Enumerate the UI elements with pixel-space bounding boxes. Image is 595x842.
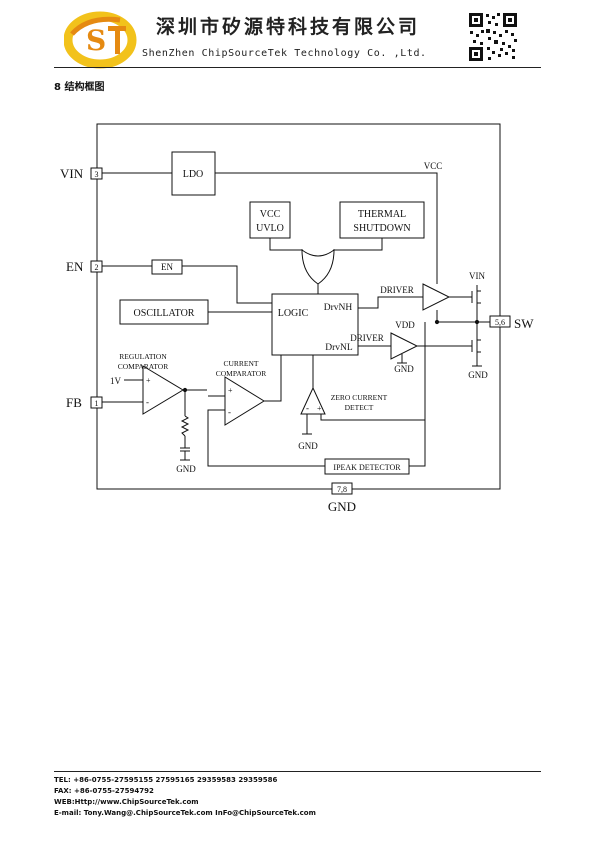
section-title: 8 结构框图 [54,82,105,93]
cur-comp-label-1: CURRENT [223,359,258,368]
thermal-label-2: SHUTDOWN [353,223,410,234]
logic-block [271,293,359,356]
gnd-fb-label: GND [176,464,196,474]
or-gate [301,249,335,285]
svg-text:S: S [86,24,106,57]
header-rule [54,67,541,68]
pin-en-number: 2 [95,263,99,272]
reg-comp-minus: - [146,397,149,407]
pin-gnd-label: GND [328,499,356,514]
driver-high-label: DRIVER [380,285,414,295]
company-name-en: ShenZhen ChipSourceTek Technology Co. ,L… [142,48,427,59]
driver-high [422,283,451,311]
ref-1v-label: 1V [110,376,122,386]
pin-en-label: EN [66,259,84,274]
junction-dot [182,387,188,393]
pin-gnd-box [331,482,353,495]
pin-sw-number: 5,6 [495,318,505,327]
cur-comp-label-2: COMPARATOR [216,369,266,378]
ldo-label: LDO [183,169,204,180]
gnd-lowside-label: GND [468,370,488,380]
oscillator-label: OSCILLATOR [134,308,195,319]
footer-web-link[interactable]: WEB:Http://www.ChipSourceTek.com [54,798,199,806]
pin-fb-label: FB [66,395,82,410]
reg-comp-label-2: COMPARATOR [118,362,168,371]
vcc-net-label: VCC [424,161,443,171]
driver-low [390,332,419,360]
zero-detect-label-2: DETECT [345,403,374,412]
footer-tel: TEL: +86-0755-27595155 27595165 29359583… [54,776,278,784]
zero-comp-plus: + [317,404,322,413]
company-name-cn: 深圳市矽源特科技有限公司 [156,16,421,38]
en-buffer-block [151,259,183,275]
chip-outline [96,123,501,490]
pin-gnd-number: 7,8 [337,485,347,494]
resistor [180,415,190,437]
thermal-label-1: THERMAL [358,209,406,220]
driver-low-label: DRIVER [350,333,384,343]
drvnl-label: DrvNL [325,343,353,353]
pin-fb-number: 1 [95,399,99,408]
wires [102,172,490,467]
pin-vin-label: VIN [60,166,84,181]
gnd-vdd-label: GND [394,364,414,374]
logic-label: LOGIC [278,308,309,319]
vin-net-label: VIN [469,271,485,281]
regulation-comparator [142,365,184,415]
junction-dot [434,319,440,325]
zero-current-comparator [300,386,326,415]
cur-comp-minus: - [228,407,231,417]
low-side-mosfet [471,338,481,354]
ipeak-label: IPEAK DETECTOR [333,463,401,472]
company-logo: S [64,11,137,69]
current-comparator [224,376,265,426]
zero-comp-minus: - [306,403,309,413]
cur-comp-plus: + [228,386,233,395]
reg-comp-label-1: REGULATION [119,352,167,361]
high-side-mosfet [471,289,481,305]
footer-fax: FAX: +86-0755-27594792 [54,787,154,795]
footer-email-link[interactable]: E-mail: Tony.Wang@.ChipSourceTek.com InF… [54,809,316,817]
vdd-net-label: VDD [395,320,415,330]
qr-code [468,12,518,62]
drvnh-label: DrvNH [324,303,353,313]
pin-sw-label: SW [514,316,534,331]
junction-dot [474,319,480,325]
en-buffer-label: EN [161,262,173,272]
zero-detect-label-1: ZERO CURRENT [331,393,388,402]
vcc-uvlo-label-2: UVLO [256,223,284,234]
reg-comp-plus: + [146,376,151,385]
pin-vin-number: 3 [95,170,99,179]
gnd-zero-label: GND [298,441,318,451]
vcc-uvlo-label-1: VCC [260,209,281,220]
footer-rule [54,771,541,772]
